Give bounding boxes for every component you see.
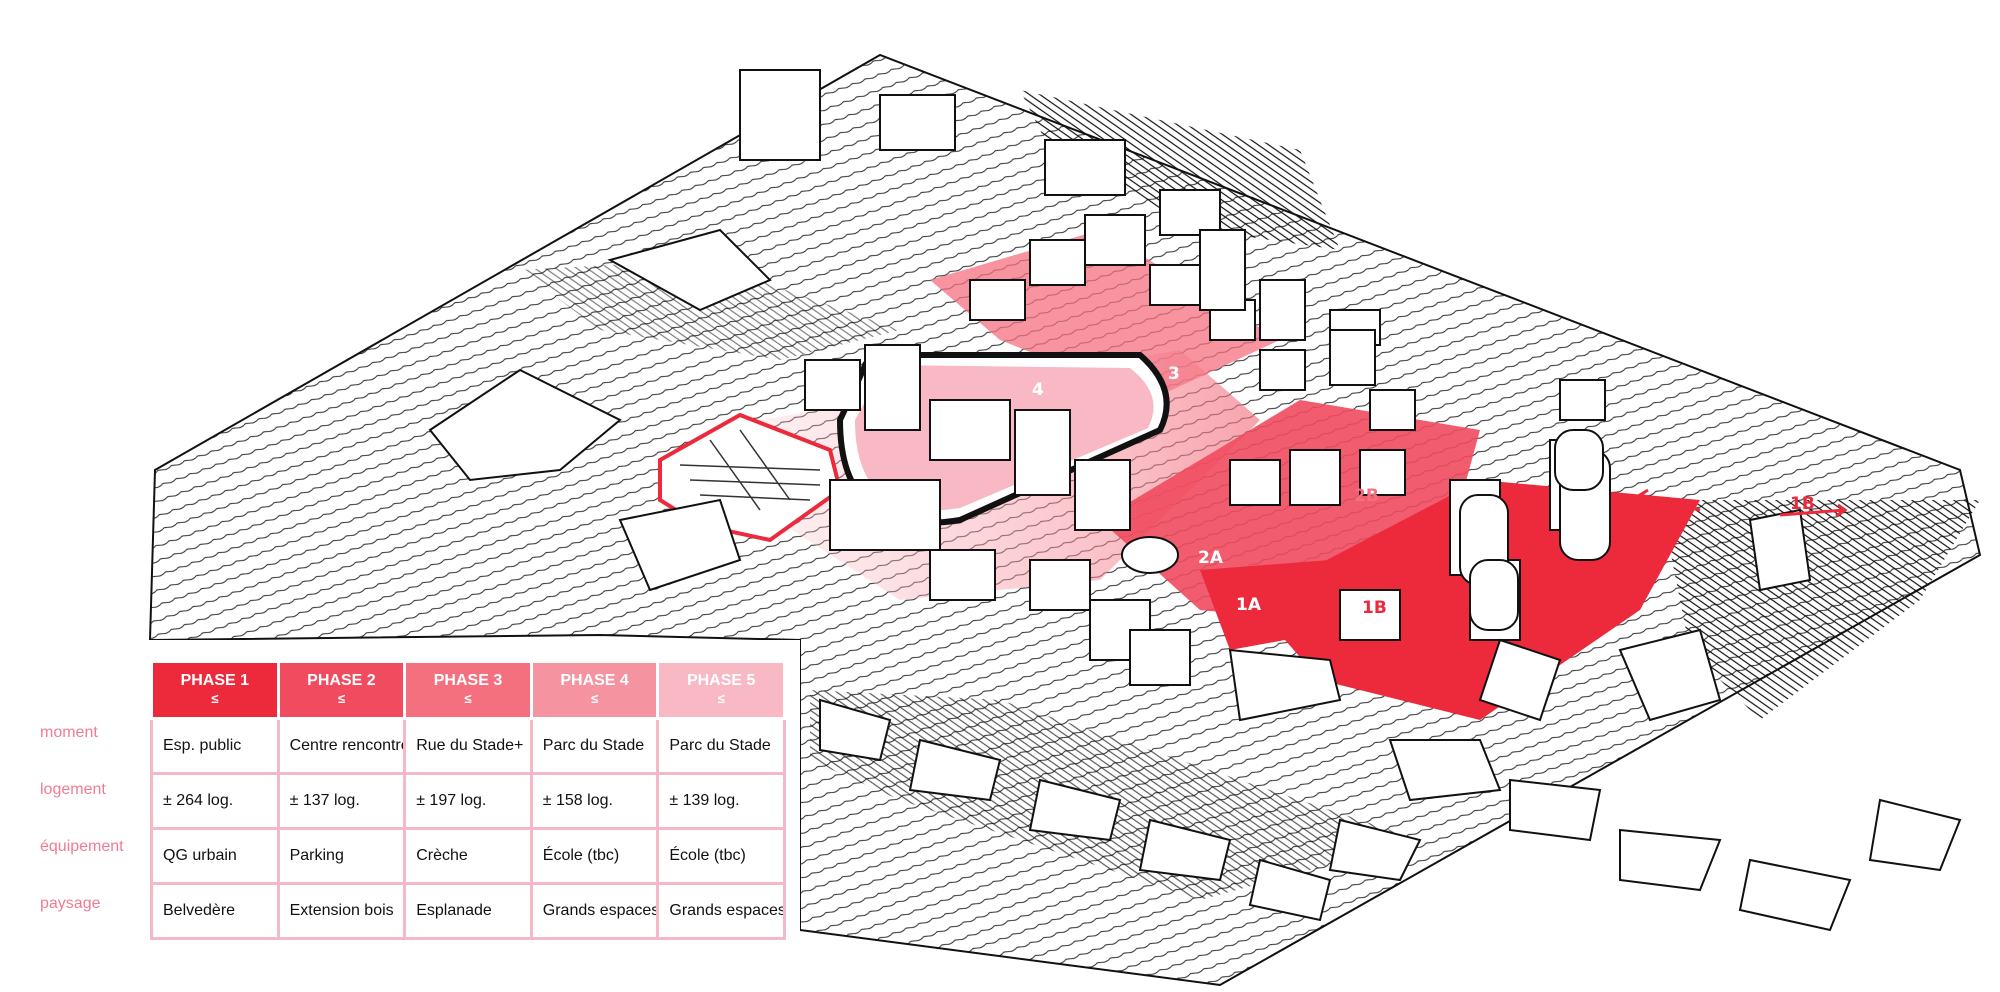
table-cell: ± 139 log. (656, 772, 786, 830)
zone-label-3: 3 (1168, 364, 1180, 384)
arrow-1b (1637, 488, 1848, 518)
table-header-row: PHASE 1≤ PHASE 2≤ PHASE 3≤ PHASE 4≤ PHAS… (150, 660, 786, 720)
buildings (428, 69, 1962, 932)
table-cell: Esp. public (150, 717, 280, 775)
table-cell: ± 264 log. (150, 772, 280, 830)
table-row: ± 264 log. ± 137 log. ± 197 log. ± 158 l… (150, 772, 786, 830)
phase-header: PHASE 4≤ (529, 660, 660, 720)
table-cell: École (tbc) (656, 827, 786, 885)
phase-header: PHASE 2≤ (276, 660, 407, 720)
row-label-moment: moment (40, 724, 98, 741)
towers (1459, 429, 1611, 631)
phase-header: PHASE 3≤ (403, 660, 533, 720)
table-row: Esp. public Centre rencontre Rue du Stad… (150, 717, 786, 775)
row-label-logement: logement (40, 781, 106, 798)
phase-header: PHASE 5≤ (656, 660, 786, 720)
zone-label-4: 4 (1032, 380, 1044, 400)
row-label-paysage: paysage (40, 895, 101, 912)
table-cell: Esplanade (403, 882, 533, 940)
table-cell: École (tbc) (529, 827, 660, 885)
table-cell: ± 137 log. (276, 772, 407, 830)
table-cell: QG urbain (150, 827, 280, 885)
table-cell: Rue du Stade+ (403, 717, 533, 775)
table-cell: Crèche (403, 827, 533, 885)
table-cell: Centre rencontre (276, 717, 407, 775)
phase-table: PHASE 1≤ PHASE 2≤ PHASE 3≤ PHASE 4≤ PHAS… (150, 660, 786, 940)
table-row: Belvedère Extension bois Esplanade Grand… (150, 882, 786, 940)
table-row: QG urbain Parking Crèche École (tbc) Éco… (150, 827, 786, 885)
table-cell: Parc du Stade (656, 717, 786, 775)
zone-label-1a: 1A (1236, 595, 1261, 615)
zone-label-2a: 2A (1198, 548, 1223, 568)
phase-header: PHASE 1≤ (150, 660, 280, 720)
zone-label-1b: 1B (1362, 598, 1387, 618)
table-cell: Belvedère (150, 882, 280, 940)
row-label-equipement: équipement (40, 838, 124, 855)
table-cell: ± 158 log. (529, 772, 660, 830)
zone-label-2b: 2B (1354, 486, 1379, 506)
table-cell: Grands espaces (656, 882, 786, 940)
table-cell: ± 197 log. (403, 772, 533, 830)
table-cell: Parc du Stade (529, 717, 660, 775)
table-cell: Extension bois (276, 882, 407, 940)
zone-label-1b-arrow: 1B (1790, 494, 1815, 514)
table-cell: Grands espaces (529, 882, 660, 940)
zone-3-area (930, 230, 1280, 400)
table-cell: Parking (276, 827, 407, 885)
zone-1a-area (1200, 560, 1340, 650)
